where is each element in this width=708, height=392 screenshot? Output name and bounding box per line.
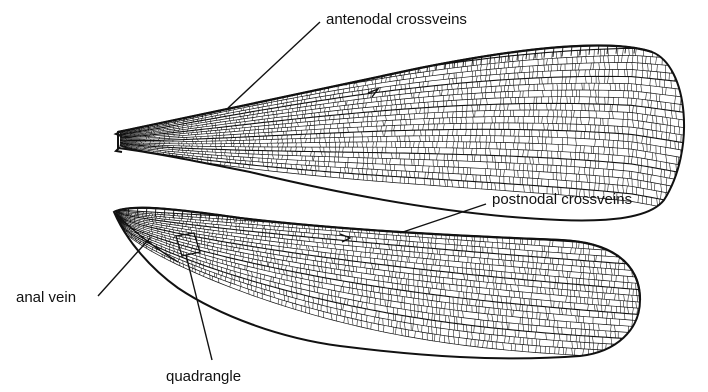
postnodal-crossveins-label: postnodal crossveins (492, 191, 632, 208)
antenodal-leader (228, 22, 320, 108)
hindwing-crossveins (116, 210, 639, 358)
hindwing-longitudinal-veins (116, 210, 640, 358)
anal-vein-label: anal vein (16, 289, 76, 306)
leader-lines (98, 22, 486, 360)
quadrangle-label: quadrangle (166, 368, 241, 385)
antenodal-crossveins-label: antenodal crossveins (326, 11, 467, 28)
anal-vein-leader (98, 238, 150, 296)
